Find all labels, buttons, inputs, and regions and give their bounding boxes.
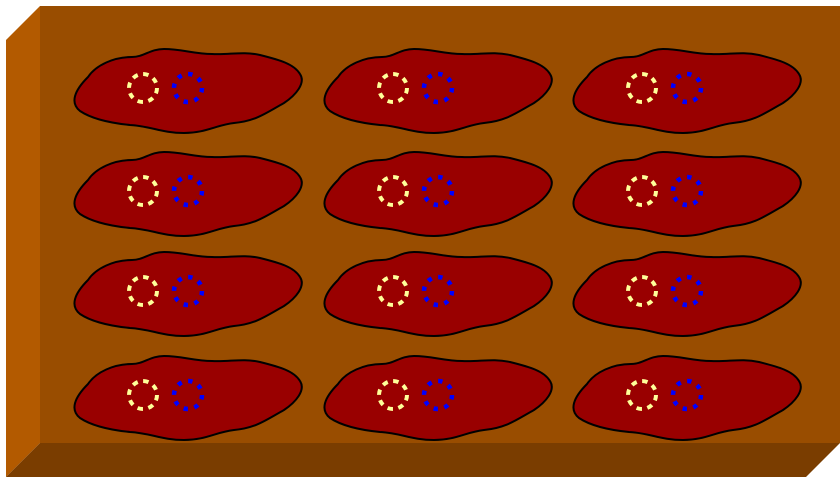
specimen-cell bbox=[569, 246, 819, 346]
specimen-graphic bbox=[70, 146, 320, 246]
specimen-cell bbox=[320, 43, 570, 143]
specimen-cell bbox=[320, 246, 570, 346]
specimen-cell bbox=[70, 246, 320, 346]
specimen-graphic bbox=[70, 246, 320, 346]
specimen-graphic bbox=[70, 350, 320, 450]
blob-shape bbox=[324, 356, 551, 440]
blob-shape bbox=[573, 356, 800, 440]
specimen-graphic bbox=[320, 246, 570, 346]
blob-shape bbox=[324, 252, 551, 336]
specimen-cell bbox=[70, 146, 320, 246]
specimen-graphic bbox=[320, 350, 570, 450]
blob-shape bbox=[74, 49, 301, 133]
specimen-graphic bbox=[569, 246, 819, 346]
blob-shape bbox=[573, 252, 800, 336]
board-left-face bbox=[6, 6, 40, 477]
specimen-cell bbox=[569, 350, 819, 450]
specimen-graphic bbox=[320, 146, 570, 246]
blob-shape bbox=[74, 252, 301, 336]
specimen-cell bbox=[70, 350, 320, 450]
blob-shape bbox=[573, 49, 800, 133]
blob-shape bbox=[74, 356, 301, 440]
blob-shape bbox=[74, 152, 301, 236]
blob-shape bbox=[573, 152, 800, 236]
specimen-cell bbox=[569, 43, 819, 143]
specimen-cell bbox=[70, 43, 320, 143]
blob-shape bbox=[324, 152, 551, 236]
specimen-graphic bbox=[70, 43, 320, 143]
specimen-graphic bbox=[569, 146, 819, 246]
specimen-grid bbox=[55, 18, 825, 433]
specimen-graphic bbox=[320, 43, 570, 143]
specimen-cell bbox=[320, 350, 570, 450]
blob-shape bbox=[324, 49, 551, 133]
specimen-graphic bbox=[569, 43, 819, 143]
specimen-cell bbox=[569, 146, 819, 246]
specimen-cell bbox=[320, 146, 570, 246]
specimen-graphic bbox=[569, 350, 819, 450]
